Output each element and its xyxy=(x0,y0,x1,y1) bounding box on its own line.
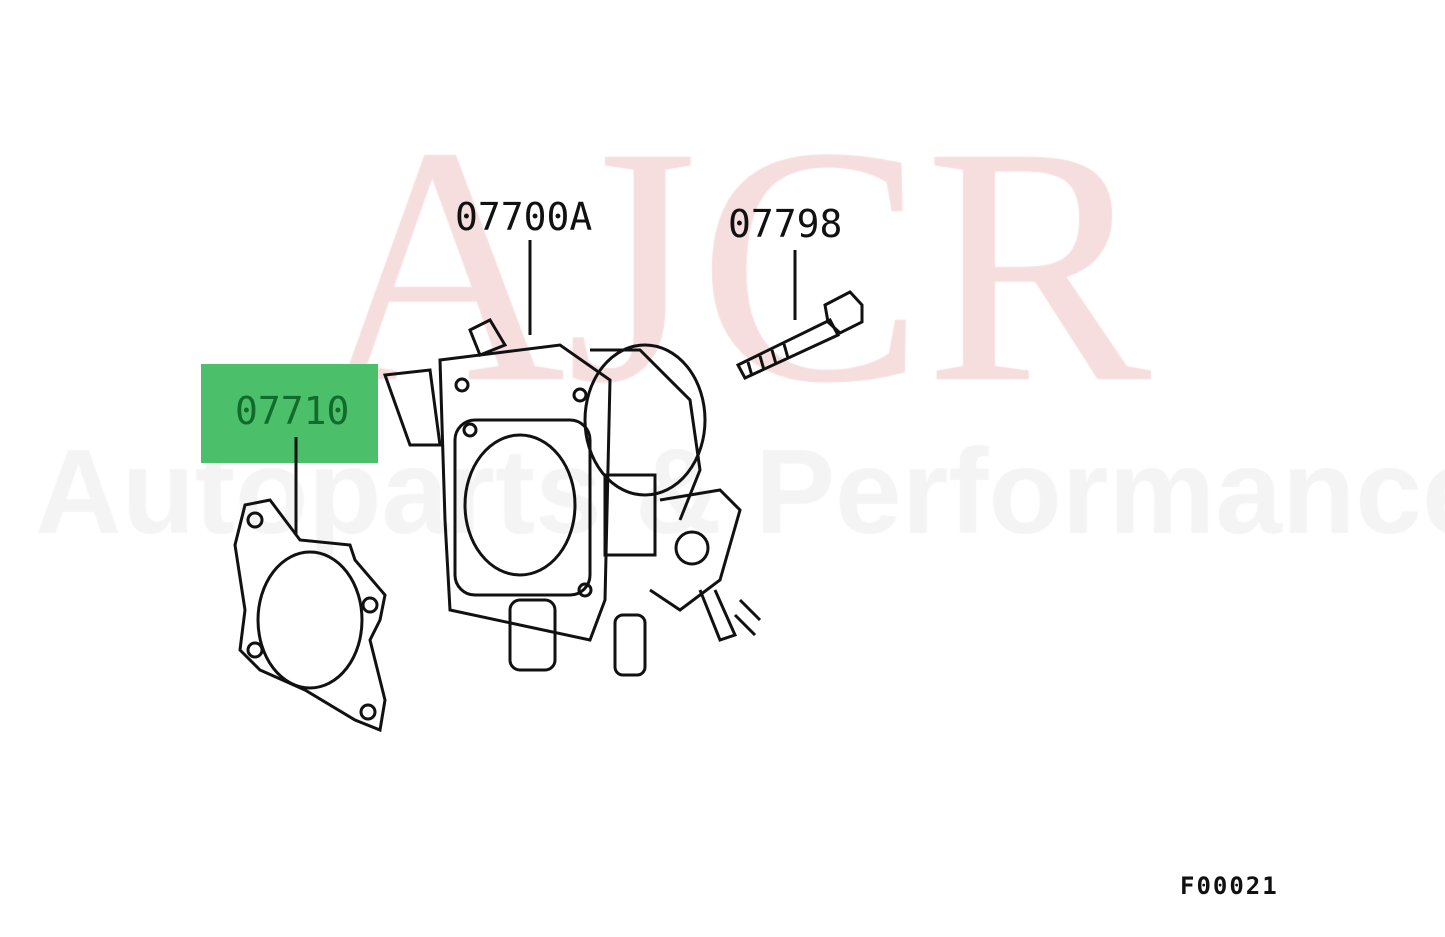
bolt-drawing xyxy=(735,290,864,380)
highlight-box[interactable] xyxy=(201,364,378,463)
figure-code: F00021 xyxy=(1180,872,1279,900)
callout-07710[interactable]: 07710 xyxy=(235,389,350,433)
throttle-body-drawing xyxy=(382,318,762,677)
callout-07700A[interactable]: 07700A xyxy=(455,195,593,239)
gasket-drawing xyxy=(233,498,387,733)
callout-07798[interactable]: 07798 xyxy=(728,202,843,246)
